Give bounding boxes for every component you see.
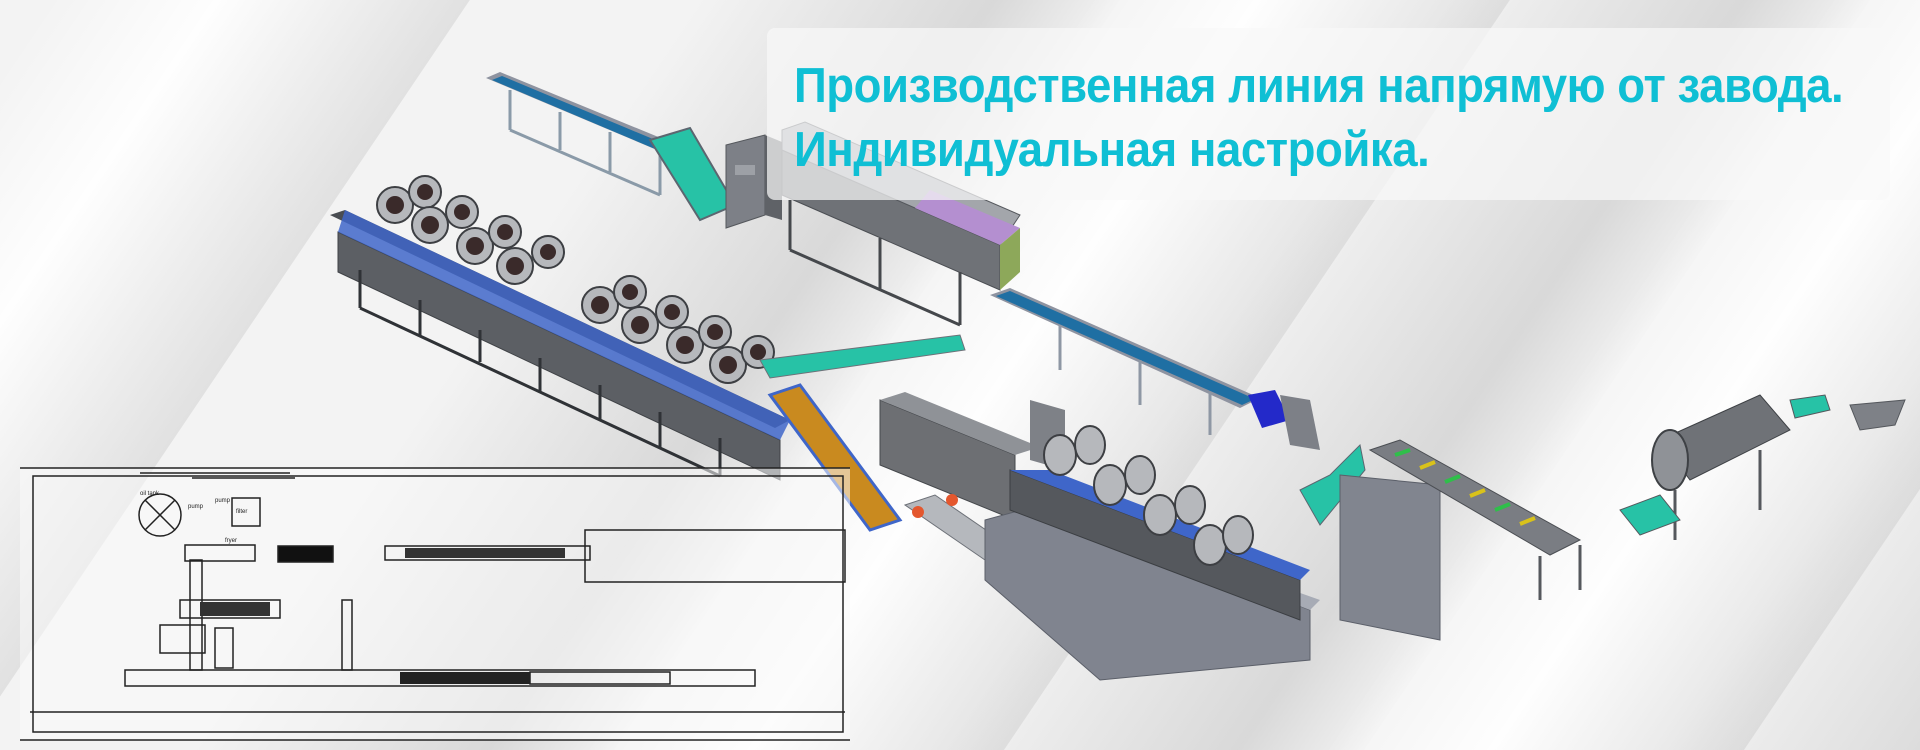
teal-cross-conveyor [759, 334, 966, 379]
teal-elevator [1299, 443, 1366, 526]
title-panel [767, 28, 1890, 200]
teal-incline-conveyor [648, 126, 737, 222]
air-drying-line [330, 175, 790, 481]
air-drying-line-2 [1009, 425, 1310, 621]
blue-transfer-conveyor [990, 288, 1320, 450]
tall-cabinet [1339, 474, 1441, 641]
page-title: Производственная линия напрямую от завод… [794, 54, 1844, 182]
technical-layout-drawing [20, 468, 850, 740]
title-line-2: Индивидуальная настройка. [794, 123, 1430, 177]
drum-washer [1619, 394, 1906, 540]
title-line-1: Производственная линия напрямую от завод… [794, 59, 1844, 113]
fryer-tank [879, 392, 1065, 521]
input-conveyor [486, 72, 690, 197]
sorting-table [1368, 439, 1582, 600]
